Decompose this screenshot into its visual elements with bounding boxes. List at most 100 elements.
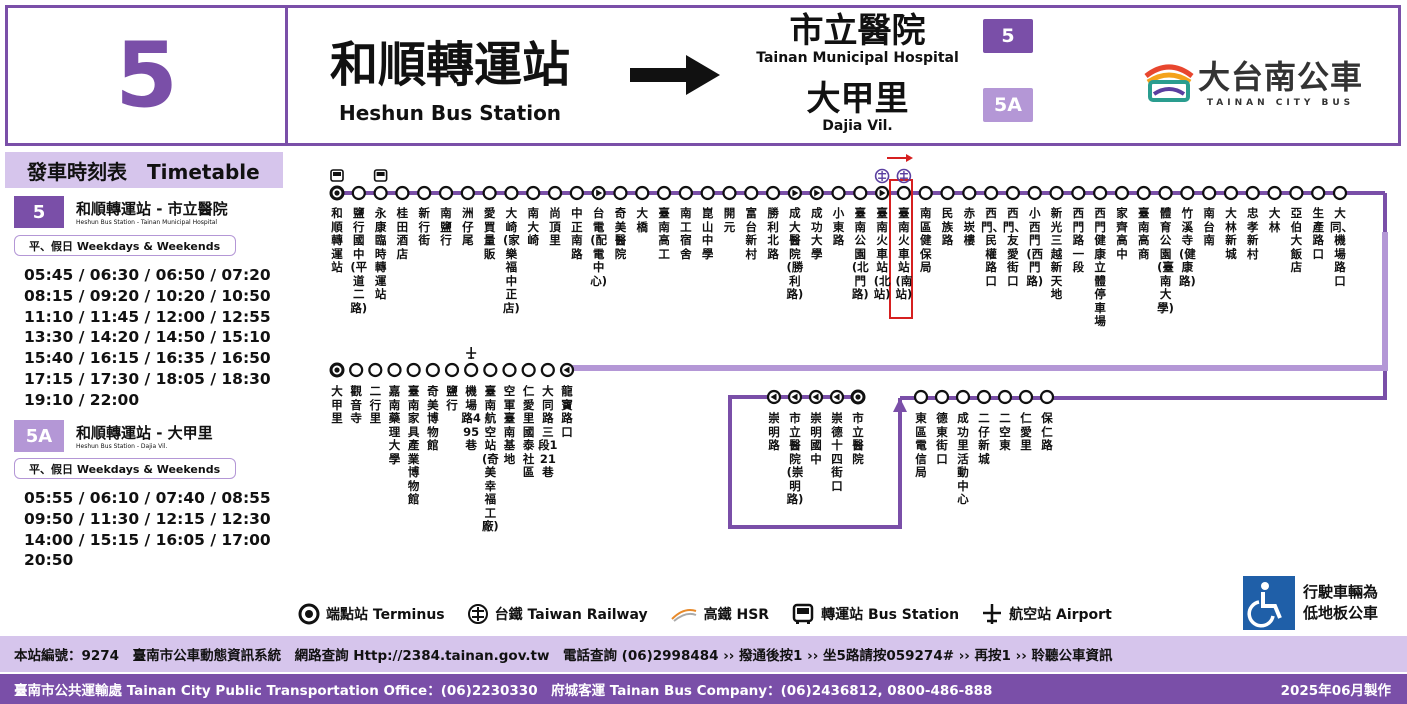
time-row: 13:30 / 14:20 / 14:50 / 15:10	[24, 328, 271, 347]
stop-label-row1: 南工宿舍	[680, 206, 692, 261]
stop-dot	[1223, 185, 1239, 201]
stop-label-row1: 尚頂里	[549, 206, 561, 247]
stop-label-row3: 崇明路	[768, 411, 780, 452]
stop-dot	[351, 185, 366, 201]
stop-dot	[1202, 185, 1217, 201]
stop-label-row1: 大林新城	[1225, 206, 1237, 261]
stop-label-row1: 富台新村	[745, 206, 758, 261]
stop-label-row1: 新行街	[418, 206, 430, 247]
legend-hsr-label: 高鐵 HSR	[703, 607, 770, 623]
time-row: 11:10 / 11:45 / 12:00 / 12:55	[24, 307, 271, 326]
stop-dot	[1289, 185, 1304, 201]
legend-railway: 台鐵 Taiwan Railway	[467, 603, 648, 625]
highlight-arrow-head	[906, 154, 913, 162]
time-row: 20:50	[24, 551, 74, 570]
stop-label-row2: 機場路495巷	[461, 384, 481, 452]
route5-times: 05:45 / 06:30 / 06:50 / 07:20 08:15 / 09…	[24, 265, 271, 411]
stop-dot	[700, 185, 715, 201]
stop-label-row1: 洲仔尾	[462, 206, 474, 247]
stop-label-row2: 大甲里	[331, 384, 343, 425]
stop-label-row1: 臺南高工	[658, 206, 670, 261]
dest1-en: Tainan Municipal Hospital	[756, 50, 959, 66]
stop-dot	[406, 362, 421, 378]
stop-label-row1: 大林	[1268, 206, 1281, 234]
stop-dot	[1311, 185, 1326, 201]
stop-dot	[559, 362, 575, 378]
stop-dot	[1071, 185, 1086, 201]
stop-dot	[1158, 185, 1173, 201]
bus-station-icon	[373, 169, 388, 182]
stop-label-row4: 成功里活動中心	[957, 411, 969, 506]
bus-station-icon	[792, 603, 814, 624]
stop-label-row1: 和順轉運站	[331, 206, 343, 274]
airport-icon	[466, 347, 477, 359]
stop-dot	[521, 362, 536, 378]
stop-dot	[483, 362, 498, 378]
stop-dot	[997, 389, 1013, 405]
stop-label-row2: 大同路三段121巷	[538, 384, 558, 479]
time-row: 14:00 / 15:15 / 16:05 / 17:00	[24, 530, 271, 549]
stop-dot	[613, 185, 628, 201]
stop-label-row1: 體育公園(臺南大學)	[1157, 206, 1174, 315]
stop-dot	[425, 362, 440, 378]
stop-label-row4: 德東街口	[936, 411, 948, 466]
destination-2: 大甲里 Dajia Vil.	[760, 80, 955, 134]
timetable-title: 發車時刻表 Timetable	[5, 152, 283, 188]
dest1-zh: 市立醫院	[789, 11, 926, 51]
time-row: 19:10 / 22:00	[24, 390, 140, 409]
stop-dot	[1039, 389, 1055, 405]
stop-dot	[829, 389, 845, 405]
stop-dot	[809, 185, 824, 201]
legend: 端點站 Terminus 台鐵 Taiwan Railway 高鐵 HSR 轉運…	[298, 603, 1126, 625]
stop-dot	[875, 185, 890, 201]
railway-icon	[467, 604, 488, 624]
stop-label-row2: 觀音寺	[350, 384, 362, 425]
stop-dot	[444, 362, 460, 378]
stop-label-row1: 奇美醫院	[614, 206, 627, 261]
stop-dot	[1332, 185, 1348, 201]
stop-dot	[1049, 185, 1064, 201]
stop-label-row1: 南台南	[1203, 206, 1215, 247]
stop-dot	[482, 185, 497, 201]
stop-label-row1: 南鹽行	[440, 206, 452, 247]
stop-dot	[787, 389, 803, 405]
stop-label-row1: 愛買量販	[483, 206, 496, 261]
route5-badge: 5	[14, 196, 64, 228]
route5a-days: 平、假日 Weekdays & Weekends	[14, 458, 236, 479]
origin-en: Heshun Bus Station	[338, 101, 562, 125]
railway-icon	[896, 168, 912, 184]
legend-airport-label: 航空站 Airport	[1009, 607, 1112, 623]
stop-label-row3: 市立醫院(崇明路)	[786, 411, 804, 506]
stop-label-row2: 仁愛里國泰社區	[522, 384, 535, 479]
low-floor-line: 低地板公車	[1303, 604, 1379, 622]
legend-terminus-label: 端點站 Terminus	[326, 607, 445, 623]
stop-label-row2: 空軍臺南基地	[503, 384, 516, 466]
stop-dot	[918, 185, 933, 201]
logo: 大台南公車 TAINAN CITY BUS	[1140, 52, 1363, 108]
direction-arrow-icon	[630, 55, 720, 95]
stop-label-row1: 赤崁樓	[963, 206, 976, 247]
stop-label-row1: 西門健康立體停車場	[1094, 206, 1106, 328]
time-row: 15:40 / 16:15 / 16:35 / 16:50	[24, 349, 271, 368]
stop-dot	[591, 185, 606, 201]
stop-dot	[1136, 185, 1151, 201]
stop-label-row1: 西門、友愛街口	[1002, 206, 1026, 288]
stop-dot	[464, 362, 479, 378]
stop-label-row2: 奇美博物館	[427, 384, 439, 452]
stop-label-row1: 竹溪寺(健康路)	[1178, 206, 1196, 288]
route5-days: 平、假日 Weekdays & Weekends	[14, 235, 236, 256]
stop-label-row1: 勝利北路	[767, 206, 779, 261]
stop-dot	[984, 185, 999, 201]
stop-dot	[896, 185, 912, 201]
stop-dot	[417, 185, 432, 201]
stop-label-row1: 臺南火車站(北站)	[873, 206, 891, 301]
route5-heading: 5 和順轉運站 - 市立醫院 Heshun Bus Station - Tain…	[14, 196, 228, 228]
bus-station-icon	[330, 169, 344, 182]
stop-label-row1: 崑山中學	[701, 206, 714, 261]
wheelchair-icon	[1243, 576, 1295, 630]
stop-label-row4: 二仔新城	[978, 411, 990, 466]
dest2-en: Dajia Vil.	[822, 118, 893, 134]
stop-label-row4: 東區電信局	[915, 411, 927, 479]
stop-dot	[976, 389, 992, 405]
stop-label-row1: 大崎(家樂福中正店)	[503, 206, 520, 315]
